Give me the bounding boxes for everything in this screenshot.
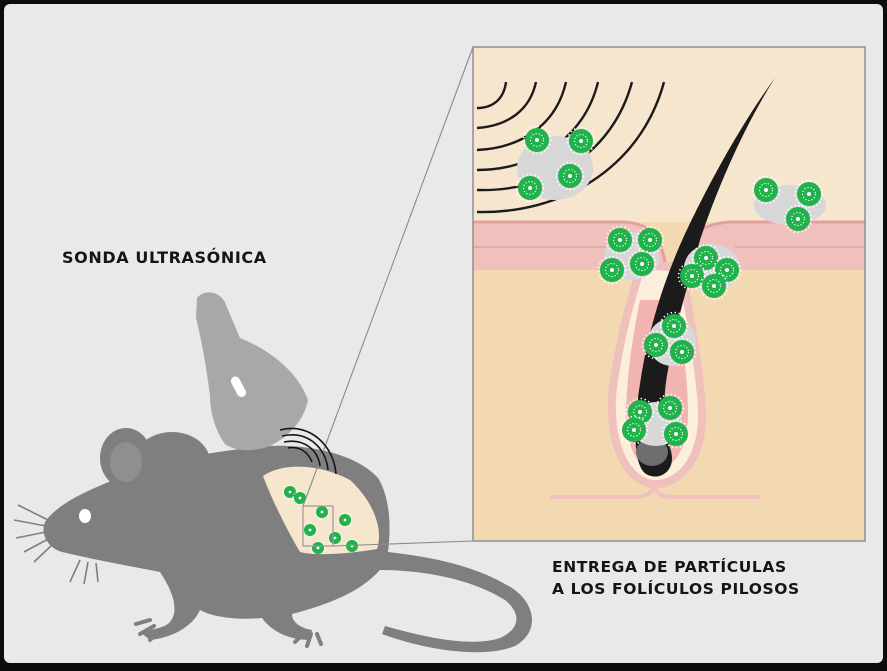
zoom-region-marker (302, 505, 334, 547)
mouse-hind-paw (293, 630, 323, 648)
probe-sound-waves (279, 427, 337, 475)
probe-slot (230, 376, 246, 398)
particle-cluster-surface-left (515, 125, 596, 203)
mouse-eye (79, 509, 91, 523)
particle-cluster-follicle-mid (641, 311, 697, 367)
mouse-icon (13, 428, 532, 653)
particle-cluster-surface-right (751, 175, 826, 234)
treated-skin-patch (263, 466, 379, 555)
epidermis-layer (473, 222, 865, 290)
zoom-connector-lines (302, 46, 474, 547)
probe-label: SONDA ULTRASÓNICA (62, 248, 267, 267)
delivery-label: ENTREGA DE PARTÍCULAS A LOS FOLÍCULOS PI… (552, 556, 800, 600)
particle-cluster-follicle-opening (597, 225, 665, 285)
mouse-ear-back (134, 432, 210, 492)
follicle-base-line (550, 479, 760, 499)
particle-cluster-follicle-bulb (619, 393, 691, 449)
inset-frame (472, 46, 866, 542)
ultrasound-probe-icon (196, 292, 337, 475)
delivery-label-line-2: A LOS FOLÍCULOS PILOSOS (552, 580, 800, 598)
particle-cluster-follicle-right (677, 243, 742, 301)
inset-skin-cross-section (472, 46, 866, 542)
mouse-front-paw (134, 618, 162, 642)
delivery-label-line-1: ENTREGA DE PARTÍCULAS (552, 558, 787, 576)
mouse-whiskers (13, 504, 99, 585)
mouse-ear-inner (110, 442, 142, 482)
